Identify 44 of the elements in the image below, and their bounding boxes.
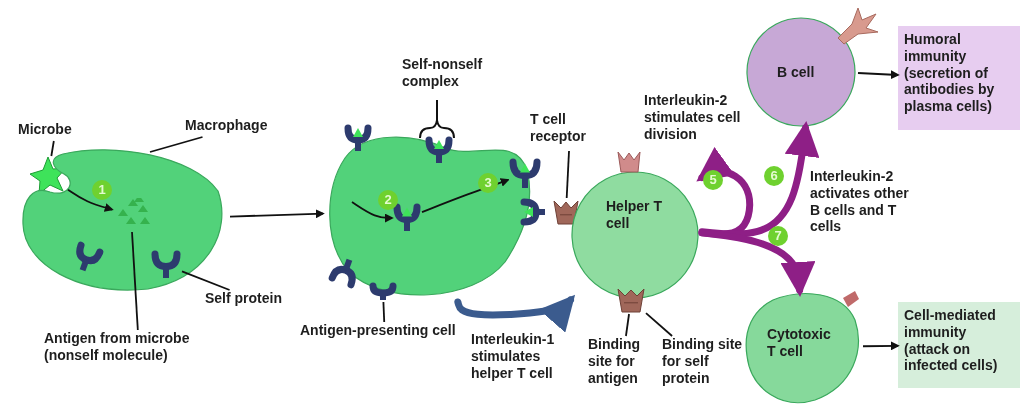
result-box: Humoral immunity (secretion of antibodies by plasma cells) bbox=[898, 26, 1020, 130]
arrow bbox=[862, 341, 900, 351]
receptor-icon bbox=[392, 203, 422, 233]
callout-label: Antigen from microbe (nonself molecule) bbox=[44, 330, 234, 370]
arrow bbox=[351, 201, 394, 223]
step-number: 7 bbox=[768, 226, 788, 246]
callout-label: T cell receptor bbox=[530, 111, 610, 151]
helper-t-cell bbox=[570, 150, 702, 300]
arrow bbox=[67, 188, 114, 212]
receptor-icon bbox=[616, 286, 646, 314]
callout-label: Binding site for self protein bbox=[662, 336, 746, 392]
arrow bbox=[229, 209, 325, 219]
leader-line bbox=[645, 312, 673, 337]
leader-line bbox=[382, 301, 386, 323]
callout-label: Self protein bbox=[205, 290, 305, 310]
step-number: 6 bbox=[764, 166, 784, 186]
annotation-text: Interleukin-2 activates other B cells and T cells bbox=[810, 168, 910, 236]
receptor-icon bbox=[552, 198, 580, 226]
arrow bbox=[698, 121, 820, 238]
leader-line bbox=[565, 150, 570, 199]
b-cell bbox=[745, 6, 881, 128]
callout-label: Antigen-presenting cell bbox=[300, 322, 470, 360]
leader-line bbox=[625, 313, 630, 337]
arrow bbox=[857, 70, 900, 80]
receptor-icon bbox=[150, 250, 182, 280]
receptor-icon bbox=[508, 158, 542, 190]
leader-line bbox=[131, 231, 139, 331]
arrow bbox=[698, 229, 816, 297]
callout-label: Macrophage bbox=[185, 117, 290, 137]
leader-line bbox=[149, 136, 204, 153]
cell-label: B cell bbox=[777, 64, 816, 81]
arrow bbox=[421, 178, 510, 213]
callout-label: Binding site for antigen bbox=[588, 336, 656, 392]
result-box: Cell-mediated immunity (attack on infected cells) bbox=[898, 302, 1020, 388]
callout-label: Microbe bbox=[18, 121, 93, 141]
cell-label: Helper T cell bbox=[606, 198, 663, 232]
annotation-text: Interleukin-2 stimulates cell division bbox=[644, 92, 742, 143]
receptor-icon bbox=[368, 282, 398, 302]
cell-label: Cytotoxic T cell bbox=[767, 326, 832, 360]
leader-line bbox=[181, 270, 231, 291]
annotation-text: Self-nonself complex bbox=[402, 56, 484, 90]
leader-line bbox=[50, 140, 55, 157]
annotation-text: Interleukin-1 stimulates helper T cell bbox=[471, 331, 556, 382]
step-number: 5 bbox=[703, 170, 723, 190]
